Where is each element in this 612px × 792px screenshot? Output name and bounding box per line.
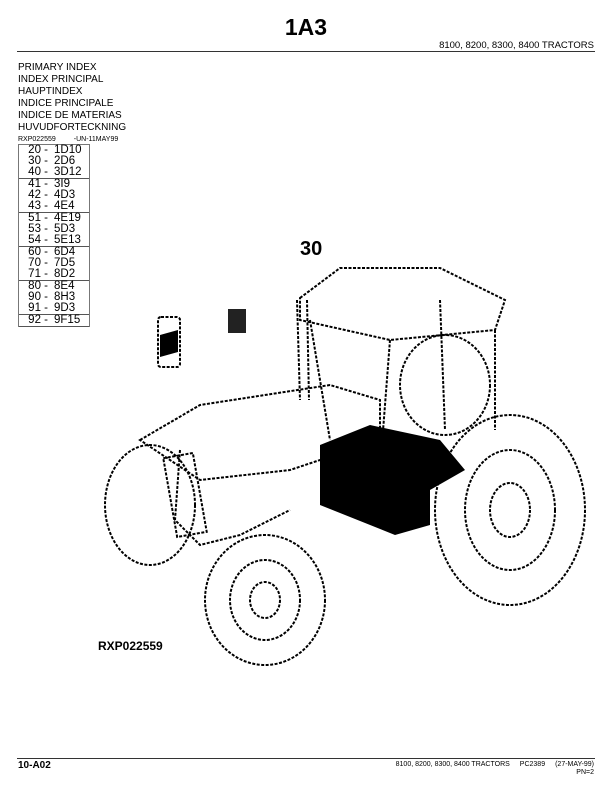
index-row: 91 - 9D3 (19, 302, 89, 315)
rear-right-tire (434, 414, 586, 606)
index-key: 91 - (28, 302, 48, 314)
index-page: 5D3 (54, 223, 76, 235)
header-rule (17, 51, 595, 52)
index-row: 40 - 3D12 (19, 166, 89, 179)
footer-date: (27-MAY-99) (555, 761, 594, 768)
index-row: 71 - 8D2 (19, 268, 89, 281)
index-title-de: HAUPTINDEX (18, 86, 83, 97)
figure-callout: 30 (300, 238, 323, 260)
figure-code: RXP022559 (98, 639, 163, 653)
index-title-it: INDICE PRINCIPALE (18, 98, 114, 109)
index-key: 53 - (28, 223, 48, 235)
reference-date: -UN-11MAY99 (73, 136, 119, 143)
grille (162, 451, 208, 539)
reference-code: RXP022559 (18, 136, 56, 143)
index-key: 80 - (28, 280, 48, 292)
index-page: 4E4 (54, 200, 75, 212)
model-subtitle: 8100, 8200, 8300, 8400 TRACTORS (439, 40, 594, 51)
index-row: 51 - 4E19 (19, 212, 89, 224)
index-row: 70 - 7D5 (19, 257, 89, 269)
index-key: 92 - (28, 314, 48, 326)
index-title-es: INDICE DE MATERIAS (18, 110, 122, 121)
index-row: 80 - 8E4 (19, 280, 89, 292)
footer-pc: PC2389 (519, 761, 546, 768)
index-page: 1D10 (54, 144, 82, 156)
index-page: 2D6 (54, 155, 76, 167)
index-page: 6D4 (54, 246, 76, 258)
index-row: 90 - 8H3 (19, 291, 89, 303)
index-page: 9D3 (54, 302, 76, 314)
page-id: 10-A02 (18, 760, 51, 771)
index-key: 60 - (28, 246, 48, 258)
index-key: 51 - (28, 212, 48, 224)
index-page: 8E4 (54, 280, 75, 292)
index-key: 20 - (28, 144, 48, 156)
index-key: 41 - (28, 178, 48, 190)
index-key: 43 - (28, 200, 48, 212)
cab-posts (309, 299, 496, 471)
index-row: 43 - 4E4 (19, 200, 89, 213)
footer-info: 8100, 8200, 8300, 8400 TRACTORS PC2389 (27… (386, 761, 594, 777)
index-row: 42 - 4D3 (19, 189, 89, 201)
index-title-en: PRIMARY INDEX (18, 62, 97, 73)
front-left-tire (104, 444, 196, 566)
index-key: 90 - (28, 291, 48, 303)
index-key: 71 - (28, 268, 48, 280)
cab-roof (299, 267, 507, 342)
index-page: 8H3 (54, 291, 76, 303)
index-title-sv: HUVUDFORTECKNING (18, 122, 127, 133)
filter-part (157, 316, 181, 368)
index-row: 54 - 5E13 (19, 234, 89, 247)
index-page: 9F15 (54, 314, 81, 326)
index-page: 3D12 (54, 166, 82, 178)
reference-line: RXP022559 -UN-11MAY99 (18, 136, 136, 143)
index-row: 60 - 6D4 (19, 246, 89, 258)
index-key: 70 - (28, 257, 48, 269)
footer-rule (17, 758, 595, 759)
rear-left-tire (399, 334, 491, 436)
index-page: 4D3 (54, 189, 76, 201)
index-row: 30 - 2D6 (19, 155, 89, 167)
index-page: 8D2 (54, 268, 76, 280)
index-page: 3I9 (54, 178, 70, 190)
index-key: 30 - (28, 155, 48, 167)
front-right-tire (204, 534, 326, 666)
index-page: 7D5 (54, 257, 76, 269)
footer-models: 8100, 8200, 8300, 8400 TRACTORS (395, 761, 510, 768)
index-page: 4E19 (54, 212, 81, 224)
index-key: 40 - (28, 166, 48, 178)
footer-pn: PN=2 (576, 769, 594, 776)
exhaust-stack (296, 299, 310, 401)
index-title-fr: INDEX PRINCIPAL (18, 74, 104, 85)
index-key: 54 - (28, 234, 48, 246)
box-part (228, 309, 246, 333)
index-page: 5E13 (54, 234, 81, 246)
index-row: 41 - 3I9 (19, 178, 89, 190)
hood (138, 383, 381, 482)
index-key: 42 - (28, 189, 48, 201)
frame (173, 449, 291, 547)
fender-highlight (320, 425, 465, 535)
index-row: 53 - 5D3 (19, 223, 89, 235)
index-row: 92 - 9F15 (19, 314, 89, 327)
page-title: 1A3 (284, 14, 328, 40)
index-row: 20 - 1D10 (19, 144, 89, 156)
